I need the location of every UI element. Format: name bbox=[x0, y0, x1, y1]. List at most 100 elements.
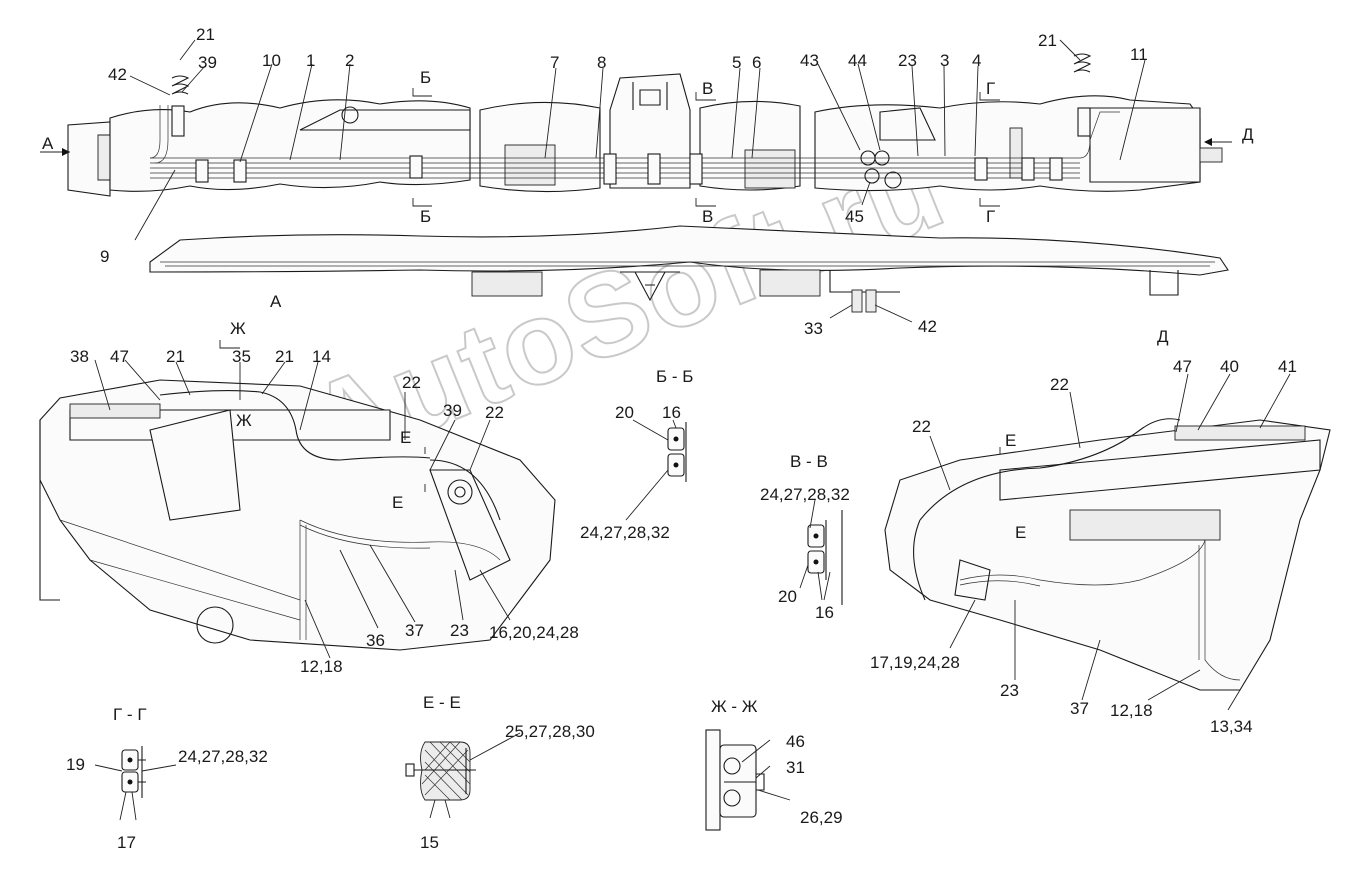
side-hitch bbox=[620, 271, 680, 302]
side-elevation-view bbox=[149, 225, 1229, 313]
view-d-hoses bbox=[959, 539, 1206, 587]
section-ee-bolt bbox=[410, 748, 476, 794]
title-section-vv: В - В bbox=[790, 452, 828, 471]
callout-d-13-34: 13,34 bbox=[1210, 717, 1253, 736]
callout-a-22b: 22 bbox=[485, 403, 504, 422]
callout-a-39: 39 bbox=[443, 401, 462, 420]
top-plan-view bbox=[67, 53, 1223, 197]
callout-top-21-right: 21 bbox=[1038, 31, 1057, 50]
callout-leaders bbox=[94, 39, 1291, 821]
beam-hole-1 bbox=[341, 106, 359, 124]
callout-labels: 21 42 39 10 1 2 7 8 5 6 43 44 23 3 4 21 … bbox=[66, 25, 1297, 852]
view-d-housing bbox=[884, 419, 1331, 691]
callout-d-37: 37 bbox=[1070, 699, 1089, 718]
side-handle bbox=[1149, 270, 1179, 296]
right-end-pin bbox=[1199, 147, 1223, 163]
marker-zh-top: Ж bbox=[230, 319, 246, 338]
callout-top-39: 39 bbox=[198, 53, 217, 72]
callout-vv-24-27-28-32: 24,27,28,32 bbox=[760, 485, 850, 504]
callout-a-38: 38 bbox=[70, 347, 89, 366]
marker-g-top: Г bbox=[986, 79, 995, 98]
marker-e-bottom: Е bbox=[392, 493, 403, 512]
callout-zhzh-31: 31 bbox=[786, 758, 805, 777]
view-a-pivot bbox=[447, 479, 473, 505]
callout-a-23: 23 bbox=[450, 621, 469, 640]
spring-21-right bbox=[1073, 53, 1092, 73]
callout-vv-16: 16 bbox=[815, 603, 834, 622]
marker-zh-side: Ж bbox=[236, 411, 252, 430]
fitting-44 bbox=[874, 150, 890, 166]
callout-a-47: 47 bbox=[110, 347, 129, 366]
view-d-valve bbox=[954, 559, 991, 601]
section-ee bbox=[405, 741, 476, 801]
side-block-1 bbox=[471, 271, 543, 297]
beam-block-2 bbox=[504, 144, 556, 186]
beam-plate-5 bbox=[879, 107, 936, 141]
callout-top-44: 44 bbox=[848, 51, 867, 70]
callout-a-37: 37 bbox=[405, 621, 424, 640]
callout-vv-20: 20 bbox=[778, 587, 797, 606]
marker-b-bottom: Б bbox=[420, 207, 431, 226]
callout-a-16-20-24-28: 16,20,24,28 bbox=[489, 623, 579, 642]
view-d-corrugated-hose bbox=[919, 418, 1181, 521]
title-section-gg: Г - Г bbox=[113, 705, 147, 724]
callout-top-11: 11 bbox=[1130, 45, 1148, 64]
callout-d-22b: 22 bbox=[912, 417, 931, 436]
callout-top-6: 6 bbox=[752, 53, 761, 72]
marker-b-top: Б bbox=[420, 68, 431, 87]
view-a-cylinder bbox=[69, 403, 161, 419]
view-a-left-edge bbox=[39, 420, 60, 601]
callout-a-21b: 21 bbox=[275, 347, 294, 366]
section-gg-plate bbox=[138, 746, 146, 798]
side-block-2 bbox=[759, 269, 821, 297]
view-a-detail bbox=[39, 379, 556, 651]
clamps-top bbox=[171, 105, 1091, 185]
callout-d-40: 40 bbox=[1220, 357, 1239, 376]
callout-gg-24-27-28-32: 24,27,28,32 bbox=[178, 747, 268, 766]
callout-a-21: 21 bbox=[166, 347, 185, 366]
view-d-cylinder bbox=[1174, 425, 1306, 441]
section-markers: Б Б В В Г Г А Д Ж Ж Е Е Е Е bbox=[40, 68, 1254, 542]
section-zhzh bbox=[705, 729, 765, 831]
callout-top-9: 9 bbox=[100, 247, 109, 266]
callout-a-22: 22 bbox=[402, 373, 421, 392]
left-end-plate bbox=[97, 134, 111, 181]
side-clamp-42 bbox=[865, 289, 877, 313]
marker-e-right: Е bbox=[1005, 431, 1016, 450]
callout-side-42: 42 bbox=[918, 317, 937, 336]
view-d-block bbox=[1069, 509, 1221, 541]
side-beam bbox=[149, 225, 1229, 276]
callout-top-45: 45 bbox=[845, 207, 864, 226]
section-ee-hatch bbox=[421, 741, 471, 801]
callout-top-2: 2 bbox=[345, 51, 354, 70]
callout-a-36: 36 bbox=[366, 631, 385, 650]
callout-a-14: 14 bbox=[312, 347, 331, 366]
view-a-corrugated-hose bbox=[159, 389, 431, 461]
callout-top-1: 1 bbox=[306, 51, 315, 70]
callout-a-12-18: 12,18 bbox=[300, 657, 343, 676]
view-a-hoses bbox=[299, 519, 501, 561]
title-section-bb: Б - Б bbox=[656, 367, 693, 386]
callout-bb-24-27-28-32: 24,27,28,32 bbox=[580, 523, 670, 542]
fitting-45 bbox=[864, 168, 880, 184]
marker-v-bottom: В bbox=[702, 207, 713, 226]
callout-a-35: 35 bbox=[232, 347, 251, 366]
beam-upright-5 bbox=[1009, 127, 1023, 179]
callout-d-23: 23 bbox=[1000, 681, 1019, 700]
marker-arrow-d: Д bbox=[1242, 125, 1254, 144]
view-a-wheel bbox=[196, 606, 234, 644]
callout-bb-20: 20 bbox=[615, 403, 634, 422]
callout-top-8: 8 bbox=[597, 53, 606, 72]
callout-bb-16: 16 bbox=[662, 403, 681, 422]
callout-top-43: 43 bbox=[800, 51, 819, 70]
callout-d-41: 41 bbox=[1278, 357, 1297, 376]
title-section-ee: Е - Е bbox=[423, 693, 461, 712]
view-d-detail bbox=[884, 418, 1331, 691]
section-bb bbox=[667, 422, 687, 482]
view-d-vertical-hoses bbox=[1198, 540, 1241, 681]
marker-g-bottom: Г bbox=[986, 207, 995, 226]
section-gg bbox=[121, 746, 146, 798]
side-bracket bbox=[829, 270, 900, 293]
callout-top-42: 42 bbox=[108, 65, 127, 84]
